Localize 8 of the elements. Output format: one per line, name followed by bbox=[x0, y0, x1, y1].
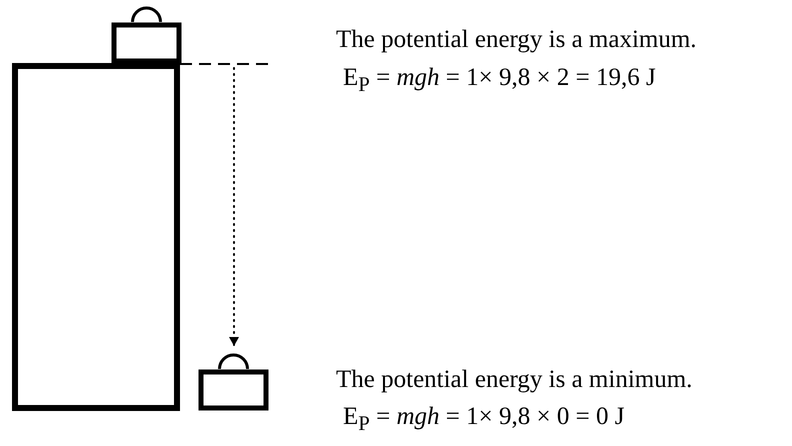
table-block bbox=[12, 63, 180, 411]
equation-text: E$_{P}$ = mgh = 1× 9,8 × 0 = 0 J bbox=[343, 403, 624, 436]
arrow bbox=[229, 67, 239, 346]
equation-text: E$_{P}$ = mgh = 1× 9,8 × 2 = 19,6 J bbox=[343, 64, 656, 97]
weight-drawing bbox=[112, 6, 182, 64]
statement-text: The potential energy is a maximum. bbox=[336, 26, 697, 54]
statement-text: The potential energy is a minimum. bbox=[336, 366, 692, 394]
weight-drawing bbox=[198, 354, 268, 410]
